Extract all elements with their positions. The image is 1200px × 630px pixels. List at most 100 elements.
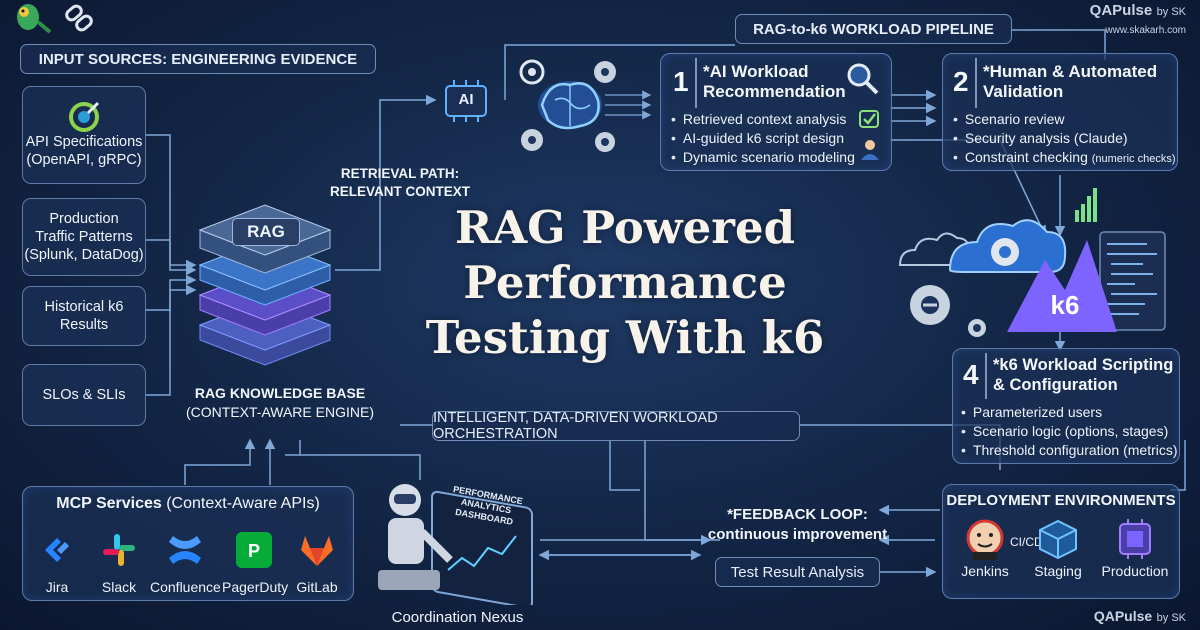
step-title-line1: *AI Workload — [703, 62, 809, 81]
env-label: Staging — [1034, 563, 1082, 579]
step-title: *k6 Workload Scripting & Configuration — [993, 355, 1173, 395]
step-title-line2: & Configuration — [993, 376, 1118, 394]
mcp-header-bold: MCP Services — [56, 495, 162, 512]
test-result-analysis[interactable]: Test Result Analysis — [715, 557, 880, 587]
gitlab-icon — [301, 536, 333, 566]
step-number: 2 — [953, 66, 969, 97]
source-sublabel: (OpenAPI, gRPC) — [26, 152, 142, 168]
bullet-item: Security analysis (Claude) — [953, 129, 1176, 148]
deployment-header: DEPLOYMENT ENVIRONMENTS — [946, 492, 1176, 509]
step-title: *Human & Automated Validation — [983, 62, 1157, 102]
orchestration-bar: INTELLIGENT, DATA-DRIVEN WORKLOAD ORCHES… — [432, 410, 800, 442]
feedback-loop-label: *FEEDBACK LOOP: continuous improvement — [695, 505, 900, 545]
source-label: API Specifications — [25, 134, 143, 150]
title-line1: RAG Powered — [454, 201, 796, 254]
title-line3: Testing With k6 — [425, 311, 825, 364]
brand-top: QAPulse by SK www.skakarh.com — [1090, 2, 1186, 38]
source-label: Results — [59, 317, 109, 333]
jenkins-icon — [966, 519, 1004, 560]
bullet-item: Scenario review — [953, 110, 1176, 129]
cloud-gears-icon — [898, 188, 1166, 337]
mcp-item-pagerduty[interactable]: P PagerDuty — [222, 530, 288, 595]
brand-bottom-by: by SK — [1156, 612, 1186, 624]
bullet-item: Dynamic scenario modeling — [671, 148, 855, 167]
source-sublabel: (Splunk, DataDog) — [24, 247, 144, 263]
mcp-item-gitlab[interactable]: GitLab — [292, 530, 342, 595]
svg-text:P: P — [248, 541, 260, 561]
mcp-label: Jira — [45, 579, 69, 595]
source-api-specifications[interactable]: API Specifications (OpenAPI, gRPC) — [22, 86, 146, 184]
rag-stack-icon — [198, 204, 332, 366]
rag-database-stack[interactable]: RAG — [190, 190, 340, 370]
mcp-item-confluence[interactable]: Confluence — [150, 530, 221, 595]
source-historical-k6[interactable]: Historical k6 Results — [22, 286, 146, 346]
step-bullets: Parameterized users Scenario logic (opti… — [961, 403, 1178, 460]
rag-caption: RAG KNOWLEDGE BASE — [194, 385, 366, 401]
rag-subcaption: (CONTEXT-AWARE ENGINE) — [186, 404, 374, 420]
staging-cube-icon — [1039, 519, 1077, 560]
step-title-line1: *Human & Automated — [983, 62, 1158, 81]
source-label: SLOs & SLIs — [42, 387, 126, 403]
k6-cloud-cluster: k6 — [895, 180, 1175, 340]
step-title: *AI Workload Recommendation — [703, 62, 846, 102]
pagerduty-icon: P — [236, 532, 272, 568]
step-divider — [975, 58, 977, 108]
cicd-tag: CI/CD — [1010, 535, 1043, 549]
k6-logo-icon — [1007, 240, 1117, 332]
step-divider — [695, 58, 697, 108]
mcp-item-slack[interactable]: Slack — [94, 530, 144, 595]
mcp-label: Confluence — [150, 579, 221, 595]
brand-name: QAPulse — [1089, 2, 1153, 19]
step-title-line2: Validation — [983, 82, 1064, 101]
feedback-line1: *FEEDBACK LOOP: — [727, 506, 868, 523]
magnifier-icon — [847, 63, 879, 95]
step-number: 4 — [963, 359, 979, 390]
env-production[interactable]: Production — [1095, 518, 1175, 579]
brand-by: by SK — [1156, 6, 1186, 18]
bullet-item: Constraint checking (numeric checks) — [953, 148, 1176, 169]
step-title-line2: Recommendation — [703, 82, 846, 101]
env-label: Production — [1101, 563, 1169, 579]
source-slos-slis[interactable]: SLOs & SLIs — [22, 364, 146, 426]
source-label: Historical k6 — [44, 299, 124, 315]
source-production-traffic[interactable]: Production Traffic Patterns (Splunk, Dat… — [22, 198, 146, 276]
mcp-header-rest: (Context-Aware APIs) — [161, 495, 320, 512]
brain-gears-icon — [519, 59, 652, 152]
bullet-item: Scenario logic (options, stages) — [961, 422, 1178, 441]
bullet-item: Retrieved context analysis — [671, 110, 855, 129]
k6-logo-text: k6 — [1050, 290, 1080, 320]
step-title-line1: *k6 Workload Scripting — [993, 356, 1174, 374]
step-bullets: Retrieved context analysis AI-guided k6 … — [671, 110, 855, 167]
retrieval-line1: RETRIEVAL PATH: — [340, 166, 460, 181]
bullet-item: Parameterized users — [961, 403, 1178, 422]
step-bullets: Scenario review Security analysis (Claud… — [953, 110, 1176, 169]
env-staging[interactable]: Staging — [1025, 518, 1091, 579]
checkmark-icon — [859, 110, 879, 128]
coordination-nexus[interactable]: PERFORMANCE ANALYTICS DASHBOARD — [370, 470, 545, 609]
rag-badge: RAG — [232, 218, 300, 246]
ai-brain-cluster — [510, 50, 660, 160]
step-2-card[interactable]: 2 *Human & Automated Validation Scenario… — [942, 53, 1178, 171]
confluence-icon — [169, 536, 201, 564]
jira-icon — [45, 538, 69, 562]
retrieval-path-label: RETRIEVAL PATH: RELEVANT CONTEXT — [330, 165, 470, 201]
ai-chip-label: AI — [458, 91, 474, 108]
page-title: RAG Powered Performance Testing With k6 — [390, 200, 860, 365]
person-icon — [861, 140, 879, 160]
bullet-item: AI-guided k6 script design — [671, 129, 855, 148]
retrieval-line2: RELEVANT CONTEXT — [330, 184, 471, 199]
step-divider — [985, 353, 987, 399]
env-label: Jenkins — [961, 563, 1009, 579]
env-jenkins[interactable]: Jenkins — [950, 518, 1020, 579]
api-target-icon — [69, 101, 100, 132]
source-label: Traffic Patterns — [35, 229, 133, 245]
production-chip-icon — [1119, 519, 1151, 559]
brand-bottom: QAPulse by SK — [1094, 608, 1186, 626]
step-4-card[interactable]: 4 *k6 Workload Scripting & Configuration… — [952, 348, 1180, 464]
bullet-text: Constraint checking — [964, 149, 1088, 165]
step-number: 1 — [673, 66, 689, 97]
mcp-item-jira[interactable]: Jira — [32, 530, 82, 595]
feedback-line2: continuous improvement — [707, 526, 888, 543]
ai-chip[interactable]: AI — [440, 78, 492, 124]
step-1-card[interactable]: 1 *AI Workload Recommendation Retrieved … — [660, 53, 892, 171]
